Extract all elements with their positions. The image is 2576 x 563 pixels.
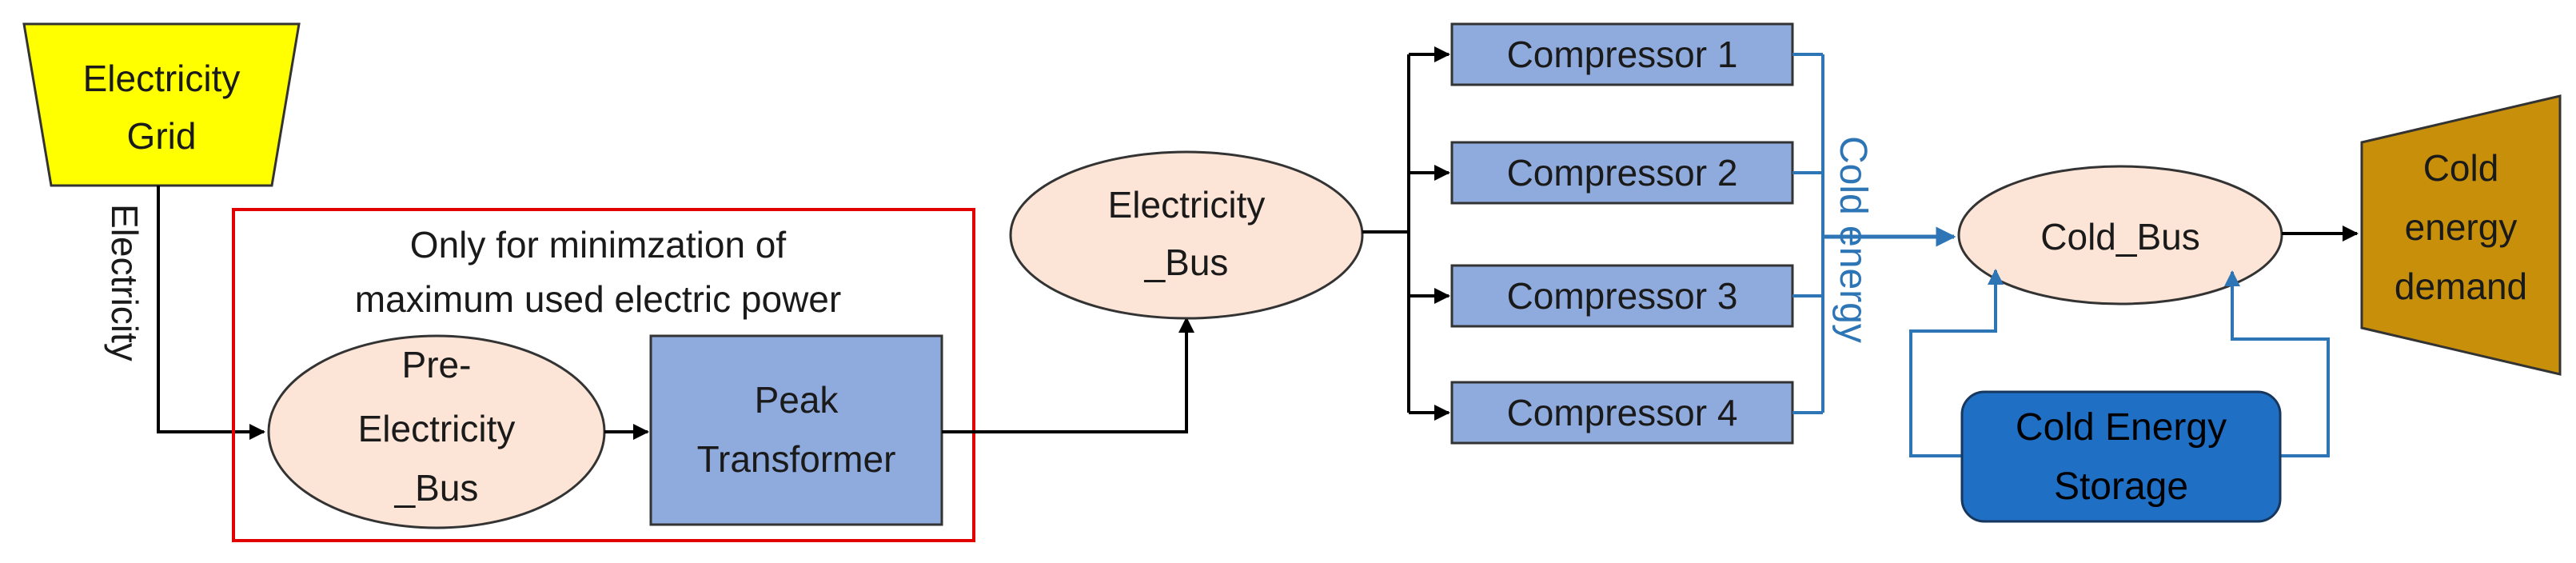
red-frame-caption-line-2: maximum used electric power [355,278,841,320]
pre-bus-label-line-1: Pre- [402,344,472,385]
grid-link-label: Electricity [104,204,146,361]
compressor-2-label: Compressor 2 [1507,152,1738,194]
compressor-2-node: Compressor 2 [1450,141,1794,205]
peak-transformer-label-line-1: Peak [755,379,839,421]
compressor-3-node: Compressor 3 [1450,264,1794,328]
storage-to-cold-bus-connectors [1909,269,2330,457]
electricity-bus-label-line-2: _Bus [1144,242,1229,283]
cold-demand-label-line-3: demand [2395,266,2527,307]
compressors-to-cold-bus-connectors [1792,53,1956,414]
cold-storage-label-line-2: Storage [2054,465,2188,508]
electricity-bus-node: Electricity _Bus [1009,150,1364,320]
cold-energy-storage-node: Cold Energy Storage [1960,390,2282,523]
peak-transformer-label-line-2: Transformer [697,438,896,480]
transformer-to-electricity-bus-connector [942,317,1194,433]
compressor-1-label: Compressor 1 [1507,34,1738,75]
grid-to-pre-bus-connector [157,186,265,440]
compressor-1-node: Compressor 1 [1450,22,1794,86]
cold-bus-label: Cold_Bus [2040,216,2199,258]
cold-demand-label-line-2: energy [2405,206,2518,248]
cold-energy-demand-node: Cold energy demand [2360,94,2562,376]
cold-storage-label-line-1: Cold Energy [2016,406,2227,449]
minimization-scope-frame [232,208,975,542]
electricity-grid-node: Electricity Grid [22,22,301,187]
electricity-bus-to-compressors-connectors [1362,46,1450,421]
pre-electricity-bus-node: Pre- Electricity _Bus [267,334,606,529]
cold-energy-link-label: Cold energy [1832,136,1874,343]
pre-bus-label-line-2: Electricity [358,408,516,449]
pre-bus-label-line-3: _Bus [394,467,479,509]
electricity-grid-label-line-2: Grid [127,115,197,157]
compressor-4-label: Compressor 4 [1507,392,1738,433]
electricity-grid-label-line-1: Electricity [83,58,241,99]
compressor-3-label: Compressor 3 [1507,275,1738,317]
cold-demand-label-line-1: Cold [2423,147,2499,189]
red-frame-caption-line-1: Only for minimzation of [410,224,787,266]
compressor-4-node: Compressor 4 [1450,381,1794,445]
electricity-bus-label-line-1: Electricity [1108,184,1266,226]
peak-transformer-node: Peak Transformer [649,334,943,526]
cold-bus-node: Cold_Bus [1957,165,2283,305]
